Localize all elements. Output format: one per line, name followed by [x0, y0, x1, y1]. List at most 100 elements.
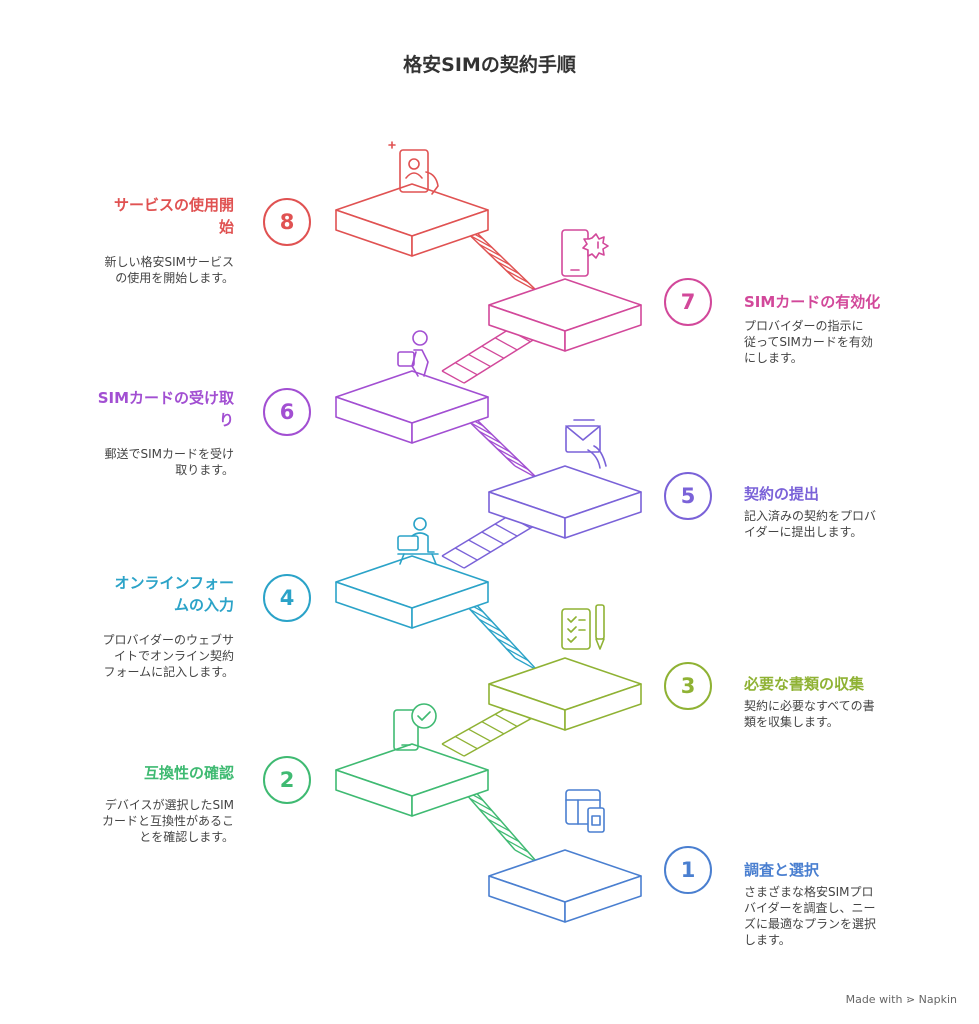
stair-3-tread [454, 736, 478, 750]
step-description-line: さまざまな格安SIMプロ [744, 885, 874, 899]
step-description: さまざまな格安SIMプロバイダーを調査し、ニーズに最適なプランを選択します。 [744, 884, 876, 948]
stair-7-tread [441, 370, 465, 384]
step-number-badge: 4 [263, 574, 311, 622]
stair-7-tread [468, 353, 491, 368]
step-title-line: り [218, 411, 234, 429]
step-description-line: デバイスが選択したSIM [104, 798, 234, 812]
step-title-line: ムの入力 [173, 596, 234, 614]
stair-4-rail-b [473, 601, 538, 671]
hand-envelope-icon [565, 419, 607, 469]
stair-5-tread [481, 531, 505, 545]
stair-2-tread [469, 798, 493, 812]
step-description-line: の使用を開始します。 [115, 271, 234, 285]
made-with-napkin: Made with ⋗ Napkin [846, 993, 957, 1006]
napkin-brand: Napkin [918, 993, 957, 1006]
stair-7-tread [481, 345, 505, 359]
made-with-text: Made with [845, 993, 903, 1006]
platform-6-side-right [411, 396, 489, 444]
stair-8-tread [496, 261, 520, 275]
stair-5-tread [441, 555, 465, 569]
delivery-person-icon [397, 330, 429, 377]
step-description: プロバイダーの指示に従ってSIMカードを有効にします。 [744, 318, 873, 366]
checklist-pen-icon [561, 604, 605, 650]
stair-4-tread [469, 608, 493, 623]
step-title-line: サービスの使用開 [113, 196, 234, 214]
stair-4-tread [478, 618, 502, 632]
step-title-line: オンラインフォー [114, 574, 234, 592]
step-description-line: にします。 [744, 351, 803, 365]
step-number-badge: 5 [664, 472, 712, 520]
platform-5-side-right [564, 491, 642, 539]
stairs [335, 183, 642, 923]
step-description-line: 類を収集します。 [744, 715, 839, 729]
platform-2-side-right [411, 769, 489, 817]
step-title: 調査と選択 [744, 861, 820, 879]
stair-8-tread [487, 252, 511, 266]
person-laptop-icon [397, 517, 439, 565]
stair-2-rail-b [473, 789, 538, 863]
stair-4-tread [487, 628, 511, 642]
stair-3-tread [481, 721, 505, 735]
stair-2-tread [487, 818, 511, 832]
step-title-line: SIMカードの受け取 [97, 389, 234, 407]
stair-4-tread [496, 638, 520, 652]
step-description-line: ズに最適なプランを選択 [744, 917, 877, 931]
platform-7-side-right [564, 304, 642, 352]
step-description: 新しい格安SIMサービスの使用を開始します。 [104, 254, 234, 286]
step-title: 必要な書類の収集 [744, 675, 865, 693]
step-description-line: イダーに提出します。 [744, 525, 863, 539]
stair-5-tread [468, 539, 491, 553]
step-description-line: 新しい格安SIMサービス [104, 255, 234, 269]
step-description-line: イトでオンライン契約 [113, 649, 234, 663]
stair-3-tread [441, 743, 465, 757]
step-title: SIMカードの受け取り [98, 387, 234, 431]
step-description: プロバイダーのウェブサイトでオンライン契約フォームに記入します。 [102, 632, 234, 680]
stair-6-tread [487, 439, 511, 453]
step-number-badge: 6 [263, 388, 311, 436]
step-title: 契約の提出 [744, 485, 820, 503]
stair-8-tread [469, 234, 493, 249]
step-description-line: とを確認します。 [139, 830, 234, 844]
sim-card-table-icon [565, 789, 605, 833]
step-title: SIMカードの有効化 [744, 293, 881, 311]
stair-6-tread [469, 421, 493, 436]
platform-8-side-right [411, 209, 489, 257]
step-number-badge: 7 [664, 278, 712, 326]
step-description-line: バイダーを調査し、ニー [744, 901, 876, 915]
step-title-line: 始 [218, 218, 234, 236]
step-title: 互換性の確認 [143, 764, 234, 782]
step-description-line: 郵送でSIMカードを受け [104, 447, 234, 461]
stair-8-tread [478, 243, 502, 257]
step-number-badge: 3 [664, 662, 712, 710]
stair-5-tread [494, 523, 518, 537]
stair-2-tread [496, 828, 520, 843]
step-title: サービスの使用開始 [114, 194, 234, 238]
platform-3-side-right [564, 683, 642, 731]
step-description: 郵送でSIMカードを受け取ります。 [104, 446, 234, 478]
stair-5-tread [454, 547, 478, 561]
step-description-line: 記入済みの契約をプロバ [744, 509, 877, 523]
page-title: 格安SIMの契約手順 [403, 54, 576, 76]
stair-6-tread [478, 430, 502, 444]
stair-7-tread [494, 337, 518, 351]
stair-4-tread [505, 647, 529, 661]
stair-3-tread [468, 728, 491, 742]
step-number-badge: 8 [263, 198, 311, 246]
step-description-line: 契約に必要なすべての書 [744, 699, 875, 713]
stair-7-tread [454, 362, 478, 376]
stair-2-tread [478, 808, 502, 822]
hand-phone-user-icon [388, 141, 439, 195]
step-description: 契約に必要なすべての書類を収集します。 [744, 698, 875, 730]
step-number-badge: 1 [664, 846, 712, 894]
step-description-line: 従ってSIMカードを有効 [744, 335, 873, 349]
platform-4-side-right [411, 581, 489, 629]
phone-alert-icon [561, 229, 609, 277]
phone-check-icon [393, 703, 437, 751]
step-title: オンラインフォームの入力 [114, 572, 234, 616]
step-description-line: 取ります。 [175, 463, 234, 477]
stair-2-tread [505, 839, 529, 853]
step-number-badge: 2 [263, 756, 311, 804]
napkin-logo-icon: ⋗ [905, 993, 916, 1006]
